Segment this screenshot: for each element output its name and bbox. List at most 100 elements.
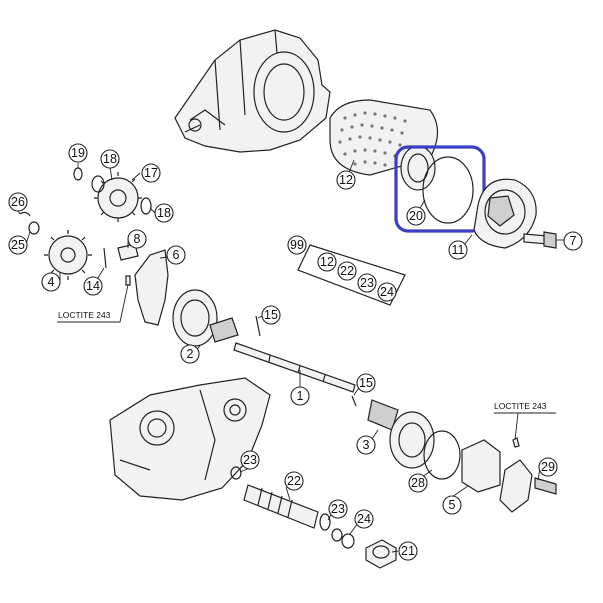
pin-15a	[255, 315, 261, 337]
plate-6	[134, 249, 169, 326]
svg-text:4: 4	[48, 275, 55, 289]
svg-text:12: 12	[320, 255, 334, 269]
callout-23a: 23	[240, 450, 260, 470]
gear-16	[44, 230, 92, 280]
svg-text:26: 26	[11, 195, 25, 209]
pin-8	[117, 243, 139, 261]
callout-15b: 15	[356, 373, 376, 393]
callout-8: 8	[127, 229, 147, 249]
oil-filter	[329, 99, 439, 191]
callout-18a: 18	[100, 149, 120, 169]
callout-6: 6	[166, 245, 186, 265]
washer-23b	[331, 528, 343, 542]
callout-7: 7	[563, 231, 583, 251]
svg-text:12: 12	[339, 173, 353, 187]
callout-25: 25	[8, 235, 28, 255]
svg-text:15: 15	[264, 308, 278, 322]
callout-14: 14	[83, 276, 103, 296]
plug-21	[365, 539, 397, 569]
svg-text:22: 22	[340, 264, 354, 278]
svg-text:19: 19	[71, 146, 85, 160]
callout-1: 1	[290, 386, 310, 406]
svg-text:8: 8	[134, 232, 141, 246]
svg-text:20: 20	[409, 209, 423, 223]
callout-11: 11	[448, 240, 468, 260]
loctite-note-right: LOCTITE 243	[494, 401, 547, 411]
highlight-box	[394, 145, 486, 233]
svg-text:29: 29	[541, 460, 555, 474]
svg-text:1: 1	[297, 389, 304, 403]
callout-19: 19	[68, 143, 88, 163]
loctite-note-left: LOCTITE 243	[58, 310, 111, 320]
engine-housing-top	[174, 29, 331, 153]
bolt-7	[523, 231, 557, 249]
svg-text:14: 14	[86, 279, 100, 293]
svg-text:21: 21	[401, 544, 415, 558]
washer-23a	[230, 466, 242, 480]
callout-5: 5	[442, 495, 462, 515]
callout-20: 20	[406, 206, 426, 226]
callout-17: 17	[141, 163, 161, 183]
callout-26: 26	[8, 192, 28, 212]
shaft-22	[243, 484, 331, 531]
svg-text:99: 99	[290, 238, 304, 252]
bracket	[499, 459, 533, 513]
callout-21: 21	[398, 541, 418, 561]
engine-housing-bottom	[109, 377, 271, 501]
svg-text:2: 2	[187, 347, 194, 361]
svg-text:3: 3	[363, 438, 370, 452]
rotor-3	[367, 399, 435, 469]
shaft-1	[233, 342, 356, 393]
svg-text:24: 24	[357, 512, 371, 526]
callout-kit-12: 12	[317, 252, 337, 272]
clip-19	[73, 167, 83, 181]
o-ring-24b	[341, 533, 355, 549]
callout-2: 2	[180, 344, 200, 364]
svg-text:17: 17	[144, 166, 158, 180]
washer-18b	[140, 197, 152, 215]
svg-text:28: 28	[411, 476, 425, 490]
kit-box-99	[297, 244, 406, 306]
cover-5	[461, 439, 501, 493]
callout-29: 29	[538, 457, 558, 477]
o-ring-20	[422, 156, 474, 224]
svg-text:24: 24	[380, 285, 394, 299]
callout-22a: 22	[284, 471, 304, 491]
svg-text:18: 18	[103, 152, 117, 166]
pin-15b	[351, 395, 357, 407]
callout-4: 4	[41, 272, 61, 292]
pin-14	[103, 247, 107, 269]
callout-23b: 23	[328, 499, 348, 519]
gear-17	[94, 172, 142, 222]
o-ring-28	[423, 430, 461, 480]
svg-text:23: 23	[360, 276, 374, 290]
rotor-2	[172, 289, 239, 347]
clip-26	[19, 211, 31, 217]
svg-text:6: 6	[173, 248, 180, 262]
svg-text:22: 22	[287, 474, 301, 488]
svg-text:5: 5	[449, 498, 456, 512]
svg-text:25: 25	[11, 238, 25, 252]
svg-text:15: 15	[359, 376, 373, 390]
callout-28: 28	[408, 473, 428, 493]
svg-text:23: 23	[243, 453, 257, 467]
callout-kit-23: 23	[357, 273, 377, 293]
callout-99: 99	[287, 235, 307, 255]
callout-24a: 24	[354, 509, 374, 529]
callout-3: 3	[356, 435, 376, 455]
svg-text:11: 11	[452, 243, 465, 257]
dowel-pin	[125, 275, 131, 286]
svg-text:23: 23	[331, 502, 345, 516]
bolt-29	[534, 477, 557, 495]
washer-25	[28, 221, 40, 235]
loctite-left-leader	[57, 284, 129, 323]
callout-kit-22: 22	[337, 261, 357, 281]
dowel-pin-right	[512, 437, 520, 448]
callout-12: 12	[336, 170, 356, 190]
callout-kit-24: 24	[377, 282, 397, 302]
filter-cover	[473, 178, 537, 249]
svg-text:18: 18	[157, 206, 171, 220]
loctite-right-leader	[494, 412, 556, 441]
